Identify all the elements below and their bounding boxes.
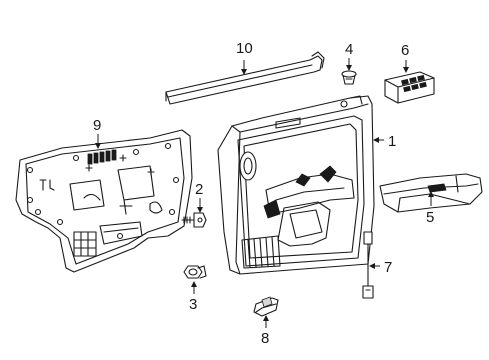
speaker-grid [73, 231, 97, 257]
callout-4: 4 [345, 41, 353, 58]
callout-8: 8 [261, 330, 269, 347]
leader-lines [95, 58, 434, 328]
part-8-bracket [253, 296, 279, 317]
callout-5: 5 [426, 209, 434, 226]
callout-2: 2 [195, 181, 203, 198]
part-2-screw [181, 212, 207, 228]
vent-grill [87, 149, 117, 165]
callout-3: 3 [189, 296, 197, 313]
callout-10: 10 [236, 40, 253, 57]
part-1-door-trim-panel [217, 95, 375, 275]
callout-labels: 10 4 6 1 9 2 3 5 7 8 [93, 40, 434, 347]
callout-7: 7 [384, 259, 392, 276]
part-9-door-panel-shield [15, 129, 193, 273]
part-4-clip [341, 70, 357, 85]
part-7-wire-harness [362, 231, 374, 299]
callout-9: 9 [93, 117, 101, 134]
part-6-window-switch [384, 71, 435, 104]
part-10-belt-weatherstrip [165, 51, 325, 105]
map-pocket-grille [241, 235, 281, 269]
callout-1: 1 [388, 133, 396, 150]
part-3-nut [183, 265, 207, 279]
callout-6: 6 [401, 42, 409, 59]
